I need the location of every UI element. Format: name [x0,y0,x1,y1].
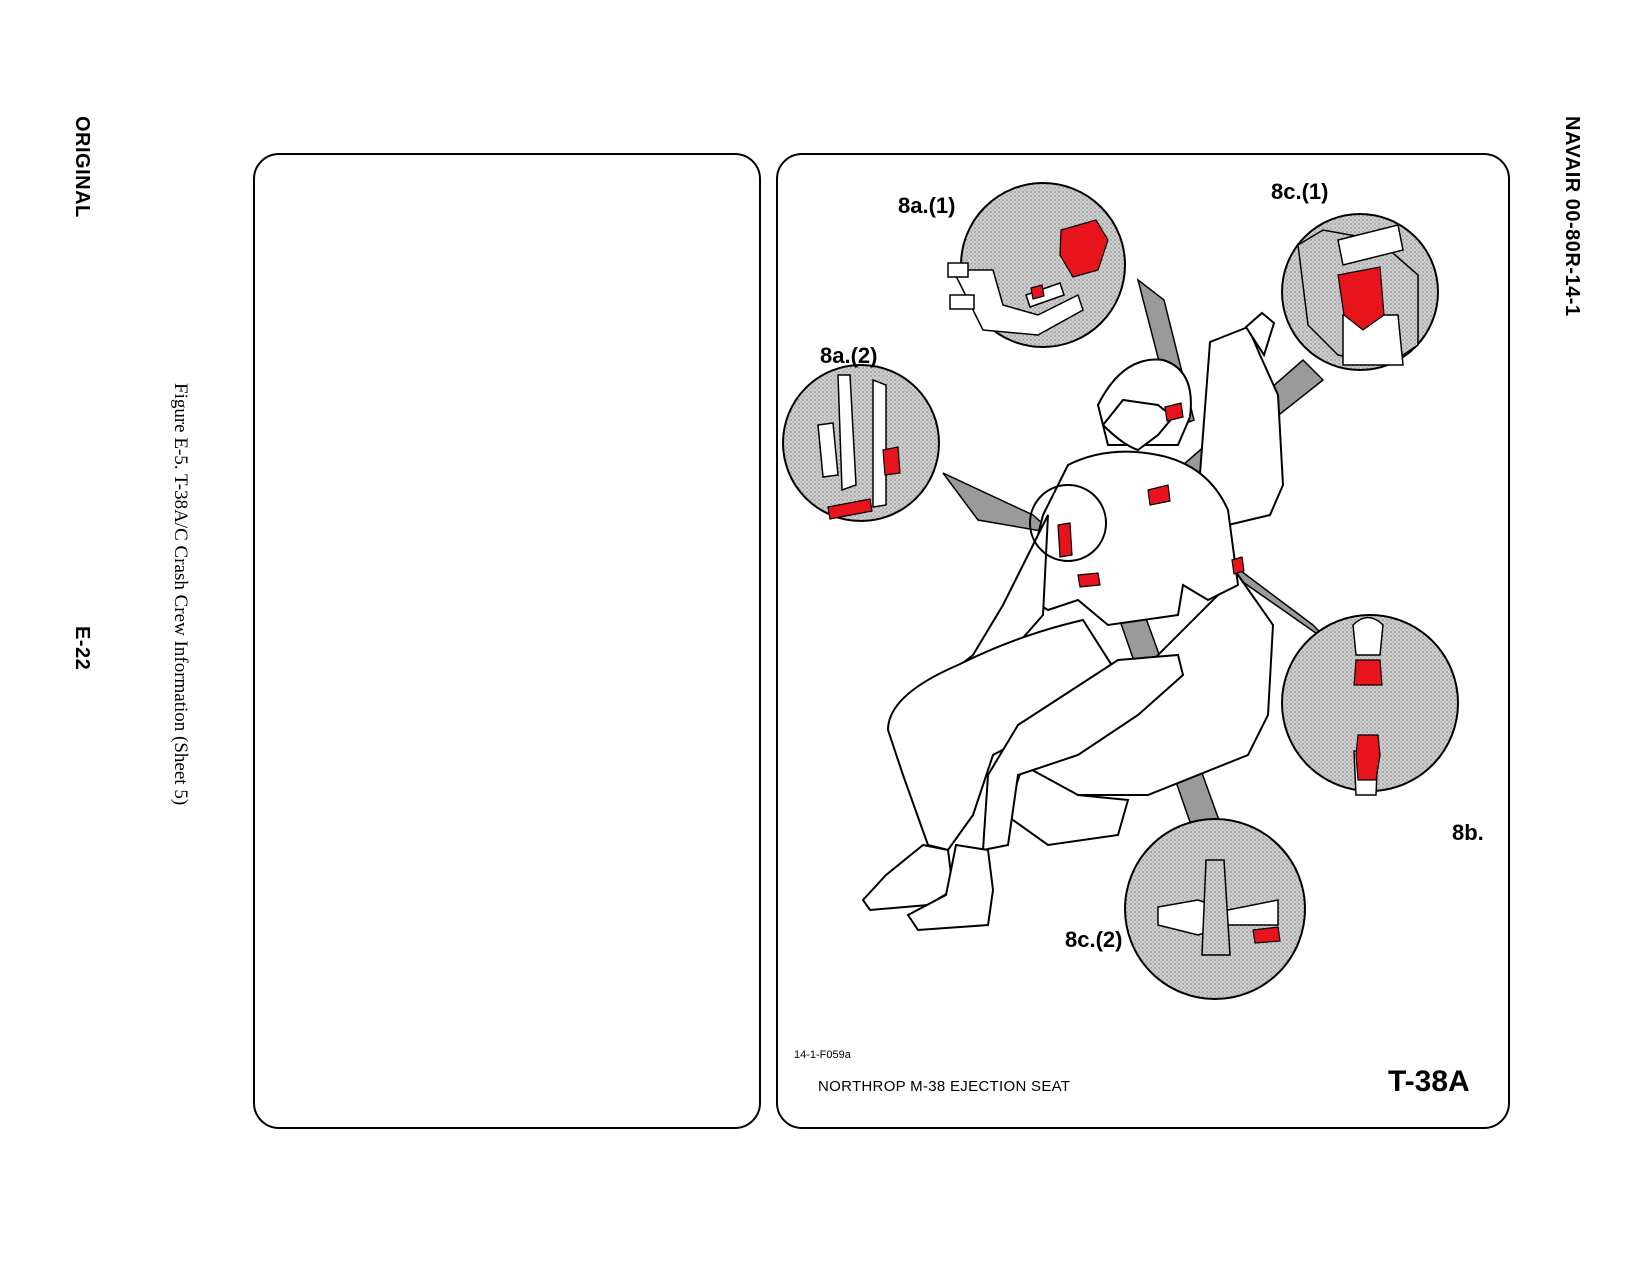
ejection-seat-illustration [782,182,1459,1000]
highlight-8c2-lever [1252,926,1281,944]
detail-circle-torso [1029,484,1107,562]
highlight-8a2-lower [827,498,873,520]
highlight-helmet [1164,402,1184,422]
aircraft-model: T-38A [1388,1065,1470,1098]
highlight-shoulder [1147,484,1171,506]
highlight-8b-lower [1355,734,1381,781]
callout-8c2: 8c.(2) [1065,927,1123,952]
highlight-8a1-connector [1059,219,1109,278]
highlight-seat-side [1231,556,1245,575]
highlight-lap [1077,572,1101,588]
callout-8b: 8b. [1452,820,1484,845]
highlight-8c1-buckle [1337,266,1385,331]
highlight-torso [1057,522,1073,558]
detail-circle-8a2 [782,364,940,522]
callout-8c1: 8c.(1) [1271,179,1329,204]
figure-id: 14-1-F059a [794,1049,851,1061]
highlight-8a1-clip [1030,284,1045,300]
callout-8a2: 8a.(2) [820,343,878,368]
ejection-seat-panel: 8a.(1) 8c.(1) 8a.(2) 8b. 8c.(2) 14-1-F05… [776,153,1510,1129]
release-highlights [827,219,1385,944]
highlight-8b-upper [1353,659,1383,686]
figure-caption: Figure E-5. T-38A/C Crash Crew Informati… [170,383,191,806]
highlight-8a2-upper [882,446,901,476]
pilot-figure [861,358,1240,932]
original-label: ORIGINAL [71,116,93,218]
blank-panel [253,153,761,1129]
callout-8a1: 8a.(1) [898,193,956,218]
document-number: NAVAIR 00-80R-14-1 [1561,116,1583,317]
seat-name: NORTHROP M-38 EJECTION SEAT [818,1078,1071,1095]
page-number: E-22 [71,626,93,671]
